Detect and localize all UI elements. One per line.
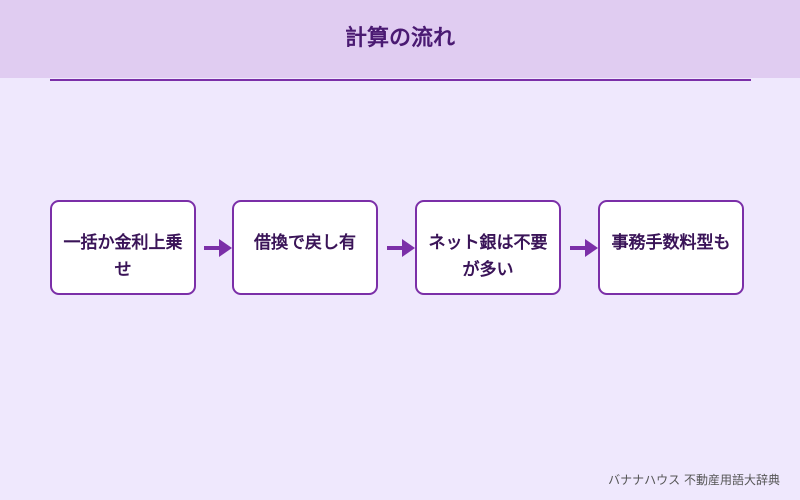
- flow-step-2-label: 借換で戻し有: [254, 233, 356, 253]
- flow-step-1-label: 一括か金利上乗せ: [63, 233, 183, 280]
- header-band: [0, 0, 800, 78]
- footer-credit: バナナハウス 不動産用語大辞典: [608, 473, 780, 487]
- flow-step-2: 借換で戻し有: [232, 200, 378, 295]
- flow-step-1: 一括か金利上乗せ: [50, 200, 196, 295]
- flow-step-3-label: ネット銀は不要が多い: [428, 233, 548, 280]
- title-divider: [50, 79, 751, 81]
- process-flow: 一括か金利上乗せ 借換で戻し有 ネット銀は不要が多い 事務手数料型も: [50, 200, 751, 300]
- flow-step-4: 事務手数料型も: [598, 200, 744, 295]
- arrow-right-icon: [570, 239, 598, 257]
- arrow-right-icon: [387, 239, 415, 257]
- flow-step-4-label: 事務手数料型も: [611, 233, 731, 253]
- arrow-right-icon: [204, 239, 232, 257]
- page-title: 計算の流れ: [344, 26, 455, 51]
- flow-step-3: ネット銀は不要が多い: [415, 200, 561, 295]
